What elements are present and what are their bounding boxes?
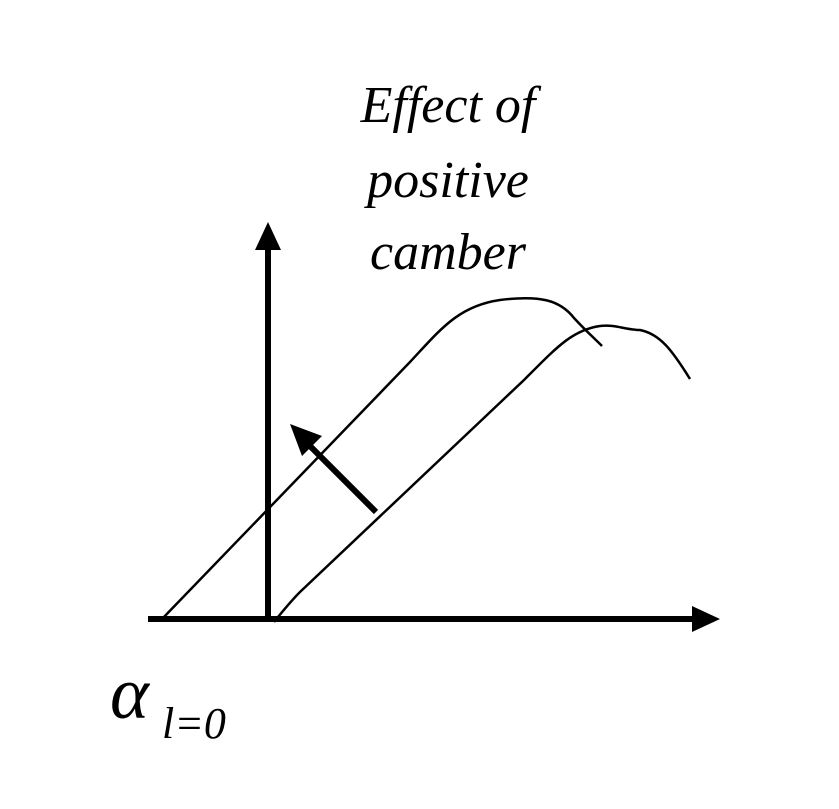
caption-line-1: Effect of [360, 77, 542, 134]
camber-shift-arrow [290, 424, 379, 515]
x-axis [148, 606, 720, 632]
x-axis-arrowhead [692, 606, 720, 632]
y-axis-arrowhead [255, 222, 281, 250]
caption: Effect of positive camber [360, 77, 542, 281]
symmetric-lift-curve [273, 324, 692, 623]
camber-shift-arrow-shaft [307, 443, 379, 515]
caption-line-3: camber [370, 224, 527, 281]
caption-line-2: positive [363, 152, 529, 209]
cambered-lift-curve [161, 296, 603, 620]
y-axis [255, 222, 281, 622]
alpha-symbol: α [110, 653, 151, 735]
zero-lift-angle-label: α l=0 [110, 653, 226, 748]
alpha-subscript: l=0 [162, 699, 226, 748]
camber-shift-arrowhead [290, 424, 322, 456]
